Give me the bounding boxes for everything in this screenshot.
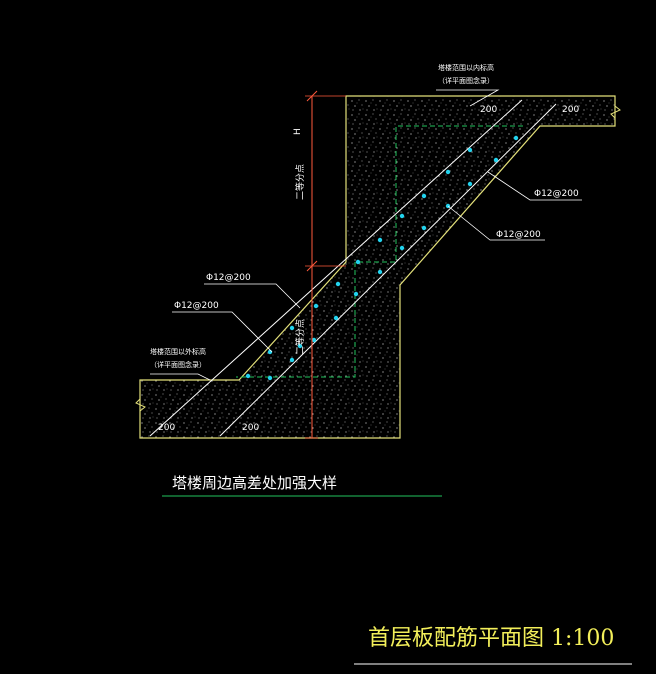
leader-upper-note bbox=[436, 89, 500, 107]
rebar-label-left-lower: Φ12@200 bbox=[174, 301, 219, 311]
leader-rebar-right-lower bbox=[447, 205, 545, 241]
rebar-line-1 bbox=[149, 99, 523, 437]
rebar-line-2 bbox=[219, 103, 557, 437]
lower-note-line2: （详平面图念录） bbox=[150, 360, 206, 369]
detail-title: 塔楼周边高差处加强大样 bbox=[172, 474, 337, 492]
dim-bottom-slab-right: 200 bbox=[242, 423, 259, 433]
lower-note-line1: 塔楼范围以外标高 bbox=[150, 347, 206, 356]
dim-vertical-top: H bbox=[293, 128, 303, 135]
rebar-label-right-upper: Φ12@200 bbox=[534, 189, 579, 199]
dim-top-slab-right: 200 bbox=[562, 105, 579, 115]
dim-height-label-lower: 二等分点 bbox=[294, 319, 306, 355]
leader-rebar-left-lower bbox=[172, 311, 273, 353]
break-mark-right bbox=[610, 96, 621, 126]
upper-note-line1: 塔楼范围以内标高 bbox=[438, 63, 494, 72]
leader-rebar-left-upper bbox=[204, 283, 301, 309]
rebar-label-right-lower: Φ12@200 bbox=[496, 230, 541, 240]
rebar-label-left-upper: Φ12@200 bbox=[206, 273, 251, 283]
concrete-section bbox=[139, 95, 616, 439]
break-mark-left bbox=[135, 380, 146, 438]
upper-note-line2: （详平面图念录） bbox=[438, 76, 494, 85]
drawing-title: 首层板配筋平面图 1:100 bbox=[368, 626, 614, 651]
leader-lower-note bbox=[150, 373, 211, 381]
green-dashed-outline bbox=[236, 125, 523, 378]
dim-arrow-top bbox=[306, 90, 318, 102]
dim-top-slab: 200 bbox=[480, 105, 497, 115]
dim-height-label: 二等分点 bbox=[294, 164, 306, 200]
leader-rebar-right-upper bbox=[487, 171, 582, 201]
dim-bottom-slab-left: 200 bbox=[158, 423, 175, 433]
dim-arrow-mid bbox=[306, 260, 318, 272]
